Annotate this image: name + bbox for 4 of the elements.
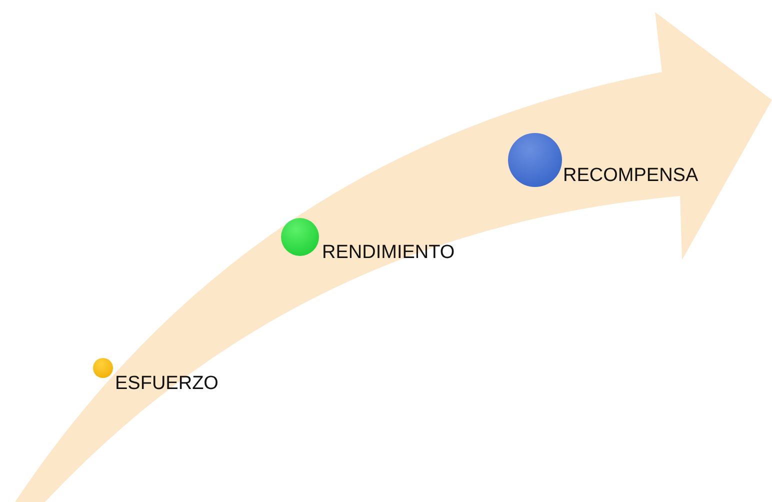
step-label: ESFUERZO <box>115 374 218 393</box>
step-dot <box>93 358 113 378</box>
step-label: RENDIMIENTO <box>322 243 455 262</box>
step-label: RECOMPENSA <box>563 166 698 185</box>
